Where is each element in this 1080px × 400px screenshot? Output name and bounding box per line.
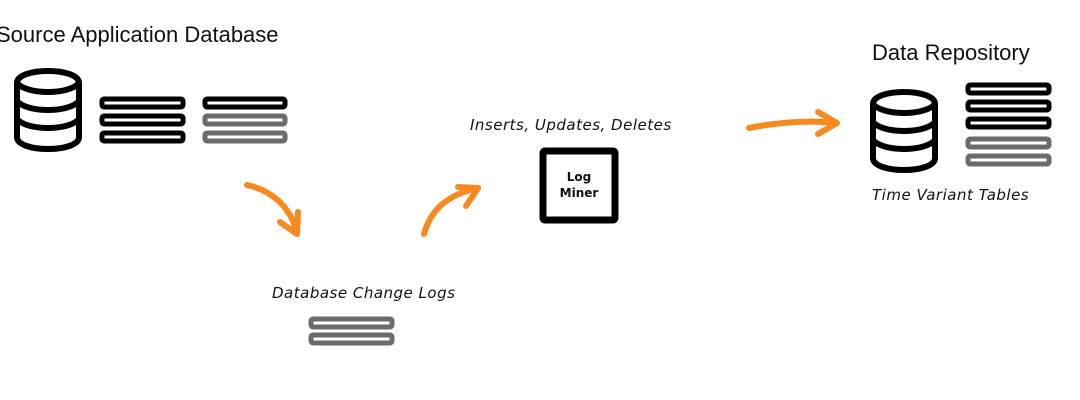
source-database-icon — [17, 71, 79, 149]
log-miner-line1: Log — [567, 170, 591, 184]
source-title: Source Application Database — [0, 22, 279, 47]
repository-title: Data Repository — [872, 40, 1030, 65]
repository-database-icon — [873, 92, 935, 170]
time-variant-tables — [965, 82, 1052, 167]
change-logs-label: Database Change Logs — [272, 284, 455, 302]
arrow-to-log-miner — [421, 184, 481, 237]
source-table-mixed — [202, 96, 288, 144]
time-variant-tables-label: Time Variant Tables — [872, 186, 1029, 204]
change-logs-table — [308, 316, 395, 346]
log-miner-box: Log Miner — [539, 147, 619, 224]
source-table-black — [99, 96, 186, 144]
operations-label: Inserts, Updates, Deletes — [470, 116, 672, 134]
arrow-to-change-logs — [244, 182, 301, 237]
arrow-to-repository — [746, 109, 840, 137]
log-miner-line2: Miner — [560, 186, 599, 200]
